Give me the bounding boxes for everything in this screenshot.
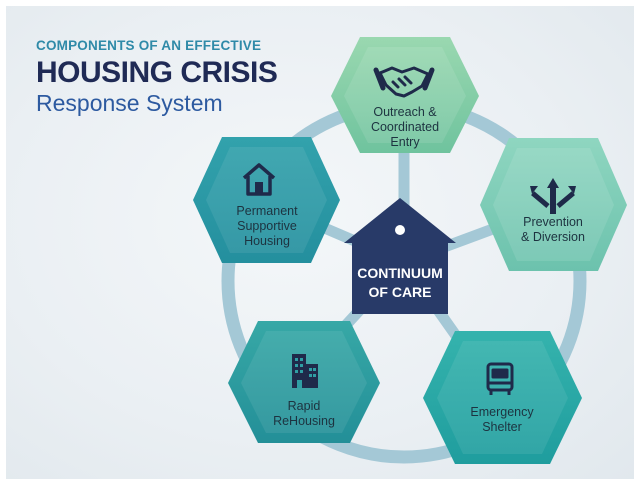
node-label-emergency: Emergency Shelter — [470, 405, 534, 434]
handshake-icon — [373, 66, 435, 98]
hexagon-permanent — [193, 137, 340, 263]
center-label-line-1: CONTINUUM — [357, 265, 443, 281]
buildings-icon — [292, 354, 318, 388]
house-icon — [242, 163, 276, 196]
title-line-1: COMPONENTS OF AN EFFECTIVE — [36, 38, 262, 53]
title-block: COMPONENTS OF AN EFFECTIVE HOUSING CRISI… — [36, 38, 278, 116]
node-label-prevention: Prevention & Diversion — [521, 215, 585, 244]
center-house-shape — [344, 198, 456, 314]
split-arrows-icon — [530, 178, 576, 214]
title-line-2: HOUSING CRISIS — [36, 56, 278, 89]
center-label-line-2: OF CARE — [368, 284, 432, 300]
title-line-3: Response System — [36, 90, 223, 116]
node-label-permanent: Permanent Supportive Housing — [236, 204, 298, 248]
bed-icon — [486, 362, 514, 395]
center-label: CONTINUUM OF CARE — [342, 264, 458, 302]
hexagon-emergency — [423, 331, 582, 464]
node-label-rapid: Rapid ReHousing — [273, 399, 335, 428]
node-label-outreach: Outreach & Coordinated Entry — [370, 105, 440, 149]
